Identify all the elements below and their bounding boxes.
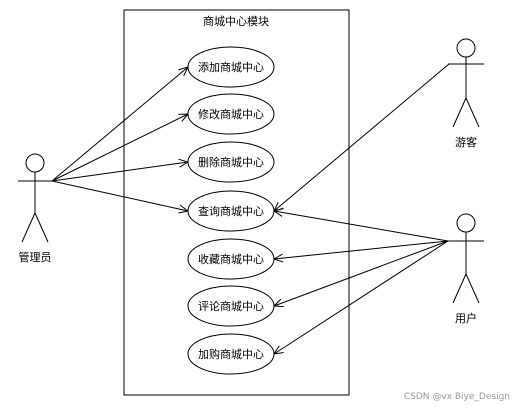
actor-user xyxy=(448,213,484,304)
association-user-query xyxy=(274,211,449,242)
use-case-edit: 修改商城中心 xyxy=(187,93,275,135)
actor-label: 游客 xyxy=(455,135,477,149)
association-user-purchase xyxy=(274,240,449,354)
association-admin-query xyxy=(51,180,188,211)
use-case-label: 加购商城中心 xyxy=(198,347,264,361)
association-admin-delete xyxy=(51,162,188,182)
use-case-query: 查询商城中心 xyxy=(187,190,275,232)
system-title: 商城中心模块 xyxy=(203,14,269,28)
actor-label: 用户 xyxy=(455,311,477,325)
use-case-purchase: 加购商城中心 xyxy=(187,333,275,375)
association-admin-edit xyxy=(51,114,188,182)
watermark: CSDN @vx Biye_Design xyxy=(404,392,510,402)
use-case-label: 修改商城中心 xyxy=(198,107,264,121)
actor-admin xyxy=(18,153,52,243)
use-case-comment: 评论商城中心 xyxy=(187,285,275,327)
use-case-label: 删除商城中心 xyxy=(198,155,264,169)
association-user-favorite xyxy=(274,240,449,259)
actor-label: 管理员 xyxy=(19,250,52,264)
system-boundary xyxy=(123,9,350,396)
use-case-label: 查询商城中心 xyxy=(198,204,264,218)
association-guest-query xyxy=(274,63,450,211)
use-case-label: 收藏商城中心 xyxy=(198,252,264,266)
use-case-label: 添加商城中心 xyxy=(198,60,264,74)
association-admin-add xyxy=(51,67,188,182)
association-user-comment xyxy=(274,240,449,306)
association-lines xyxy=(51,63,450,354)
use-case-add: 添加商城中心 xyxy=(187,46,275,88)
actor-guest xyxy=(448,38,484,128)
use-case-label: 评论商城中心 xyxy=(198,299,264,313)
use-case-favorite: 收藏商城中心 xyxy=(187,238,275,280)
use-case-delete: 删除商城中心 xyxy=(187,141,275,183)
